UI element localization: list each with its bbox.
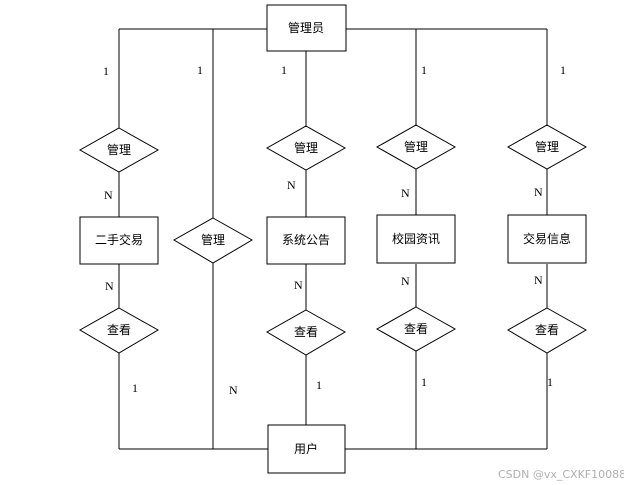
card-trade-view-n: N	[105, 279, 114, 293]
card-admin-trade: 1	[103, 64, 109, 78]
relation-view-trade[interactable]: 查看	[78, 307, 160, 354]
relation-view-notice[interactable]: 查看	[265, 309, 347, 356]
card-admin-news: 1	[421, 63, 427, 77]
relation-manage-notice-label: 管理	[294, 140, 318, 155]
entity-notice-label: 系统公告	[282, 233, 330, 247]
card-user-trade: 1	[132, 381, 138, 395]
relation-manage-news[interactable]: 管理	[375, 124, 457, 170]
card-admin-user: 1	[197, 63, 203, 77]
entity-trade-label: 二手交易	[95, 232, 143, 247]
card-info-n: N	[534, 185, 543, 199]
relation-view-info-label: 查看	[535, 323, 559, 337]
relation-manage-info[interactable]: 管理	[506, 124, 588, 170]
relation-view-trade-label: 查看	[107, 323, 131, 337]
card-user-info: 1	[547, 375, 553, 389]
relation-manage-user-label: 管理	[201, 232, 225, 247]
relation-view-info[interactable]: 查看	[506, 307, 588, 354]
entity-news[interactable]: 校园资讯	[376, 214, 456, 264]
entity-info[interactable]: 交易信息	[507, 214, 587, 264]
relation-manage-trade-label: 管理	[107, 142, 131, 157]
relation-view-notice-label: 查看	[294, 325, 318, 339]
card-news-n: N	[401, 186, 410, 200]
relation-manage-user[interactable]: 管理	[172, 217, 254, 264]
card-admin-info: 1	[560, 63, 566, 77]
card-notice-n: N	[287, 178, 296, 192]
entity-user[interactable]: 用户	[267, 424, 346, 474]
card-user-news: 1	[421, 375, 427, 389]
entity-admin[interactable]: 管理员	[266, 4, 347, 52]
card-notice-view-n: N	[294, 278, 303, 292]
entity-user-label: 用户	[294, 441, 318, 456]
card-admin-notice: 1	[281, 63, 287, 77]
relation-manage-notice[interactable]: 管理	[265, 125, 347, 171]
entity-trade[interactable]: 二手交易	[79, 216, 159, 265]
relation-manage-trade[interactable]: 管理	[78, 127, 160, 173]
relation-view-news-label: 查看	[404, 322, 428, 336]
edges	[118, 28, 548, 450]
entity-news-label: 校园资讯	[392, 231, 440, 246]
relation-manage-news-label: 管理	[404, 139, 428, 154]
relation-view-news[interactable]: 查看	[375, 306, 457, 352]
card-info-view-n: N	[534, 273, 543, 287]
card-user-notice: 1	[316, 378, 322, 392]
relation-manage-info-label: 管理	[535, 139, 559, 154]
cardinalities: 1 1 1 1 1 N N N N N N N N 1 N 1 1 1	[103, 63, 566, 397]
card-news-view-n: N	[401, 274, 410, 288]
entity-notice[interactable]: 系统公告	[266, 216, 346, 265]
card-user-manage: N	[229, 383, 238, 397]
watermark: CSDN @vx_CXKF10088	[498, 468, 624, 481]
entity-admin-label: 管理员	[288, 20, 324, 35]
entity-info-label: 交易信息	[523, 231, 571, 246]
card-trade-n: N	[104, 188, 113, 202]
